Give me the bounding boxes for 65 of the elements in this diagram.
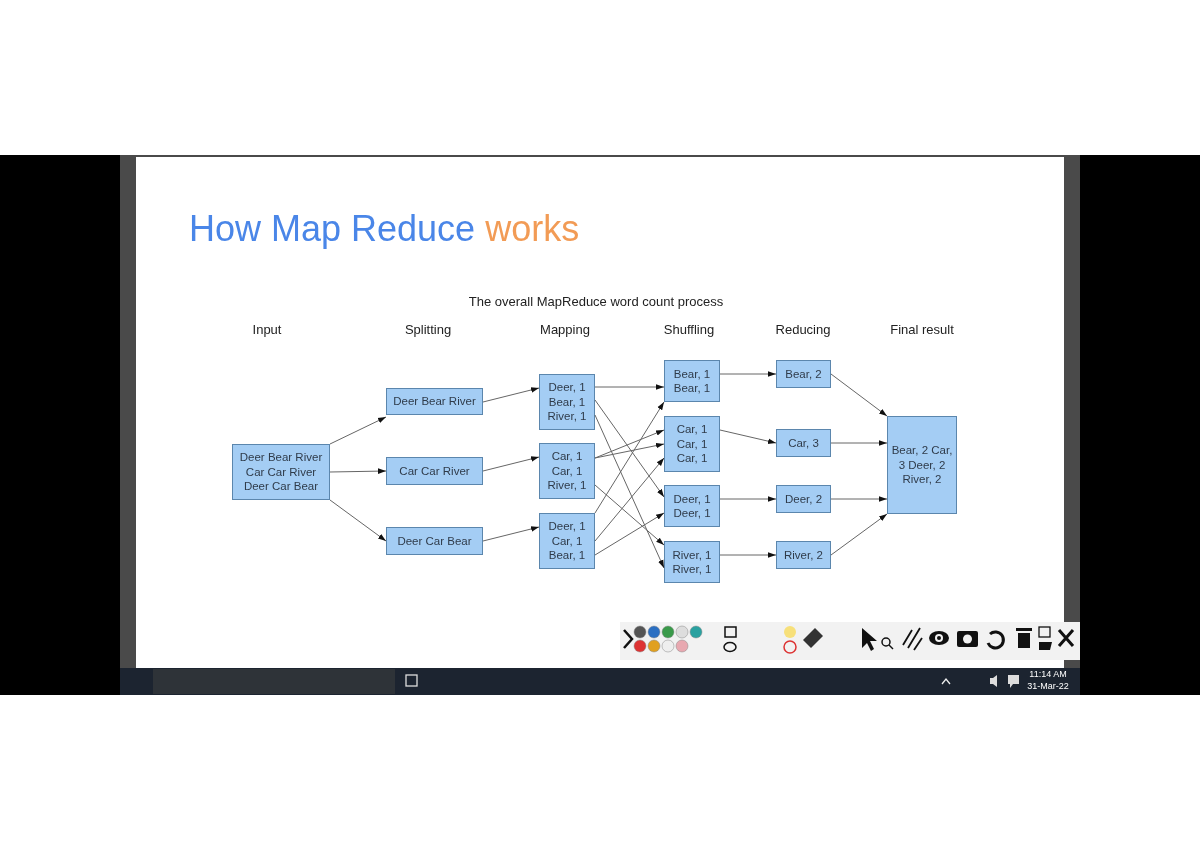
box-text: Deer, 1 Bear, 1 River, 1	[546, 380, 588, 424]
box-text: River, 1 River, 1	[671, 547, 713, 577]
arrow	[594, 401, 665, 514]
process-box	[776, 429, 831, 457]
box-text: Deer, 2	[784, 491, 823, 507]
arrow	[719, 496, 777, 502]
arrow	[719, 371, 777, 377]
clock-time: 11:14 AM	[1029, 669, 1067, 679]
arrow	[830, 496, 888, 502]
process-box	[664, 485, 720, 527]
column-heading: Shuffling	[663, 321, 715, 337]
arrow	[719, 552, 777, 558]
column-heading: Reducing	[775, 321, 831, 337]
box-text: Car, 1 Car, 1 River, 1	[546, 449, 588, 493]
box-text: Bear, 1 Bear, 1	[672, 366, 712, 396]
process-box	[386, 388, 483, 415]
box-text: Car Car River	[399, 463, 470, 479]
arrow	[329, 416, 387, 445]
arrow	[482, 387, 540, 403]
slide-title: How Map Reduce works	[189, 208, 580, 250]
process-box	[887, 416, 957, 514]
arrow	[482, 456, 540, 472]
process-box	[539, 513, 595, 569]
process-box	[539, 443, 595, 499]
box-text: River, 2	[784, 547, 823, 563]
column-heading: Splitting	[404, 321, 452, 337]
box-text: Deer Bear River Car Car River Deer Car Bear	[238, 450, 324, 494]
arrow	[594, 414, 665, 569]
process-box	[664, 541, 720, 583]
arrow	[594, 512, 665, 556]
arrow	[594, 442, 665, 459]
column-heading: Mapping	[540, 321, 590, 337]
box-text: Car, 3	[788, 435, 819, 451]
process-box	[776, 485, 831, 513]
column-heading: Final result	[890, 321, 954, 337]
arrow	[594, 384, 665, 390]
clock-date: 31-Mar-22	[1027, 681, 1069, 691]
arrow	[830, 373, 888, 417]
arrow	[594, 484, 665, 546]
process-box	[386, 527, 483, 555]
box-text: Bear, 2 Car, 3 Deer, 2 River, 2	[890, 443, 954, 487]
process-box	[664, 360, 720, 402]
diagram-heading: The overall MapReduce word count process	[468, 293, 724, 309]
box-text: Deer, 1 Car, 1 Bear, 1	[547, 519, 587, 563]
box-text: Deer Car Bear	[397, 533, 472, 549]
arrow	[594, 429, 665, 459]
box-text: Deer, 1 Deer, 1	[672, 491, 712, 521]
arrow	[830, 513, 888, 556]
box-text: Car, 1 Car, 1 Car, 1	[675, 422, 709, 466]
arrow	[719, 429, 777, 444]
arrow	[482, 526, 540, 542]
box-text: Bear, 2	[785, 366, 822, 382]
arrow	[329, 468, 387, 474]
column-heading: Input	[252, 321, 282, 337]
process-box	[776, 541, 831, 569]
process-box	[232, 444, 330, 500]
arrow	[594, 457, 665, 542]
box-text: Deer Bear River	[393, 394, 476, 409]
arrow	[594, 399, 665, 498]
process-box	[539, 374, 595, 430]
process-box	[776, 360, 831, 388]
arrow	[329, 499, 387, 542]
process-box	[386, 457, 483, 485]
process-box	[664, 416, 720, 472]
arrow	[830, 440, 888, 446]
